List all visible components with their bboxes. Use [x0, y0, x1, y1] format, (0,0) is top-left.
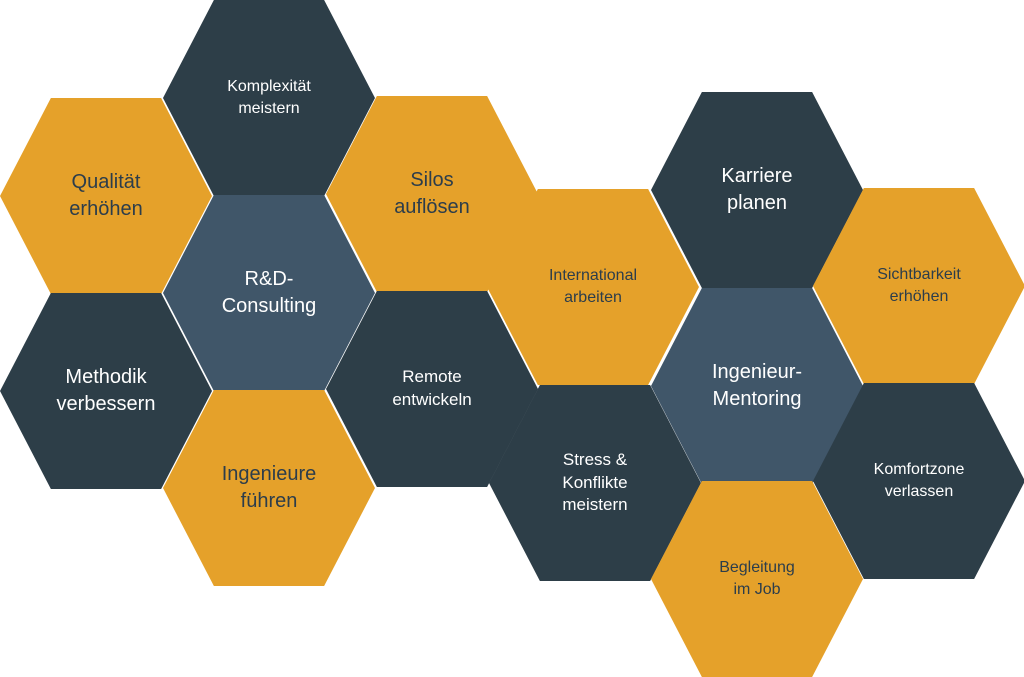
hex-komplexitaet-meistern: Komplexität meistern [163, 0, 375, 196]
hex-karriere-planen: Karriere planen [651, 92, 863, 288]
hex-label: Karriere planen [721, 165, 793, 214]
hex-label: Komplexität meistern [227, 78, 311, 117]
hex-international-arbeiten: International arbeiten [487, 189, 699, 385]
hex-label: Methodik verbessern [56, 366, 156, 415]
hex-stress-konflikte-meistern: Stress & Konflikte meistern [489, 385, 701, 581]
hex-label: Remote entwickeln [392, 367, 472, 409]
hex-label: International arbeiten [548, 267, 638, 306]
hex-rd-consulting: R&D- Consulting [163, 195, 375, 391]
hex-label: Silos auflösen [394, 169, 470, 218]
hex-qualitaet-erhoehen: Qualität erhöhen [0, 98, 212, 294]
hex-sichtbarkeit-erhoehen: Sichtbarkeit erhöhen [813, 188, 1024, 384]
hex-label: Sichtbarkeit erhöhen [877, 266, 961, 305]
hex-label: Ingenieur- Mentoring [711, 361, 803, 410]
hex-ingenieur-mentoring: Ingenieur- Mentoring [651, 288, 863, 484]
hex-label: Stress & Konflikte meistern [562, 449, 628, 515]
hex-methodik-verbessern: Methodik verbessern [0, 293, 212, 489]
hex-label: Qualität erhöhen [69, 171, 143, 220]
hex-komfortzone-verlassen: Komfortzone verlassen [813, 383, 1024, 579]
hex-begleitung-im-job: Begleitung im Job [651, 481, 863, 677]
hex-label: Komfortzone verlassen [873, 461, 965, 500]
hex-label: R&D- Consulting [221, 268, 317, 317]
hex-ingenieure-fuehren: Ingenieure führen [163, 390, 375, 586]
hex-label: Ingenieure führen [221, 463, 317, 512]
hex-remote-entwickeln: Remote entwickeln [326, 291, 538, 487]
hex-label: Begleitung im Job [719, 559, 795, 598]
